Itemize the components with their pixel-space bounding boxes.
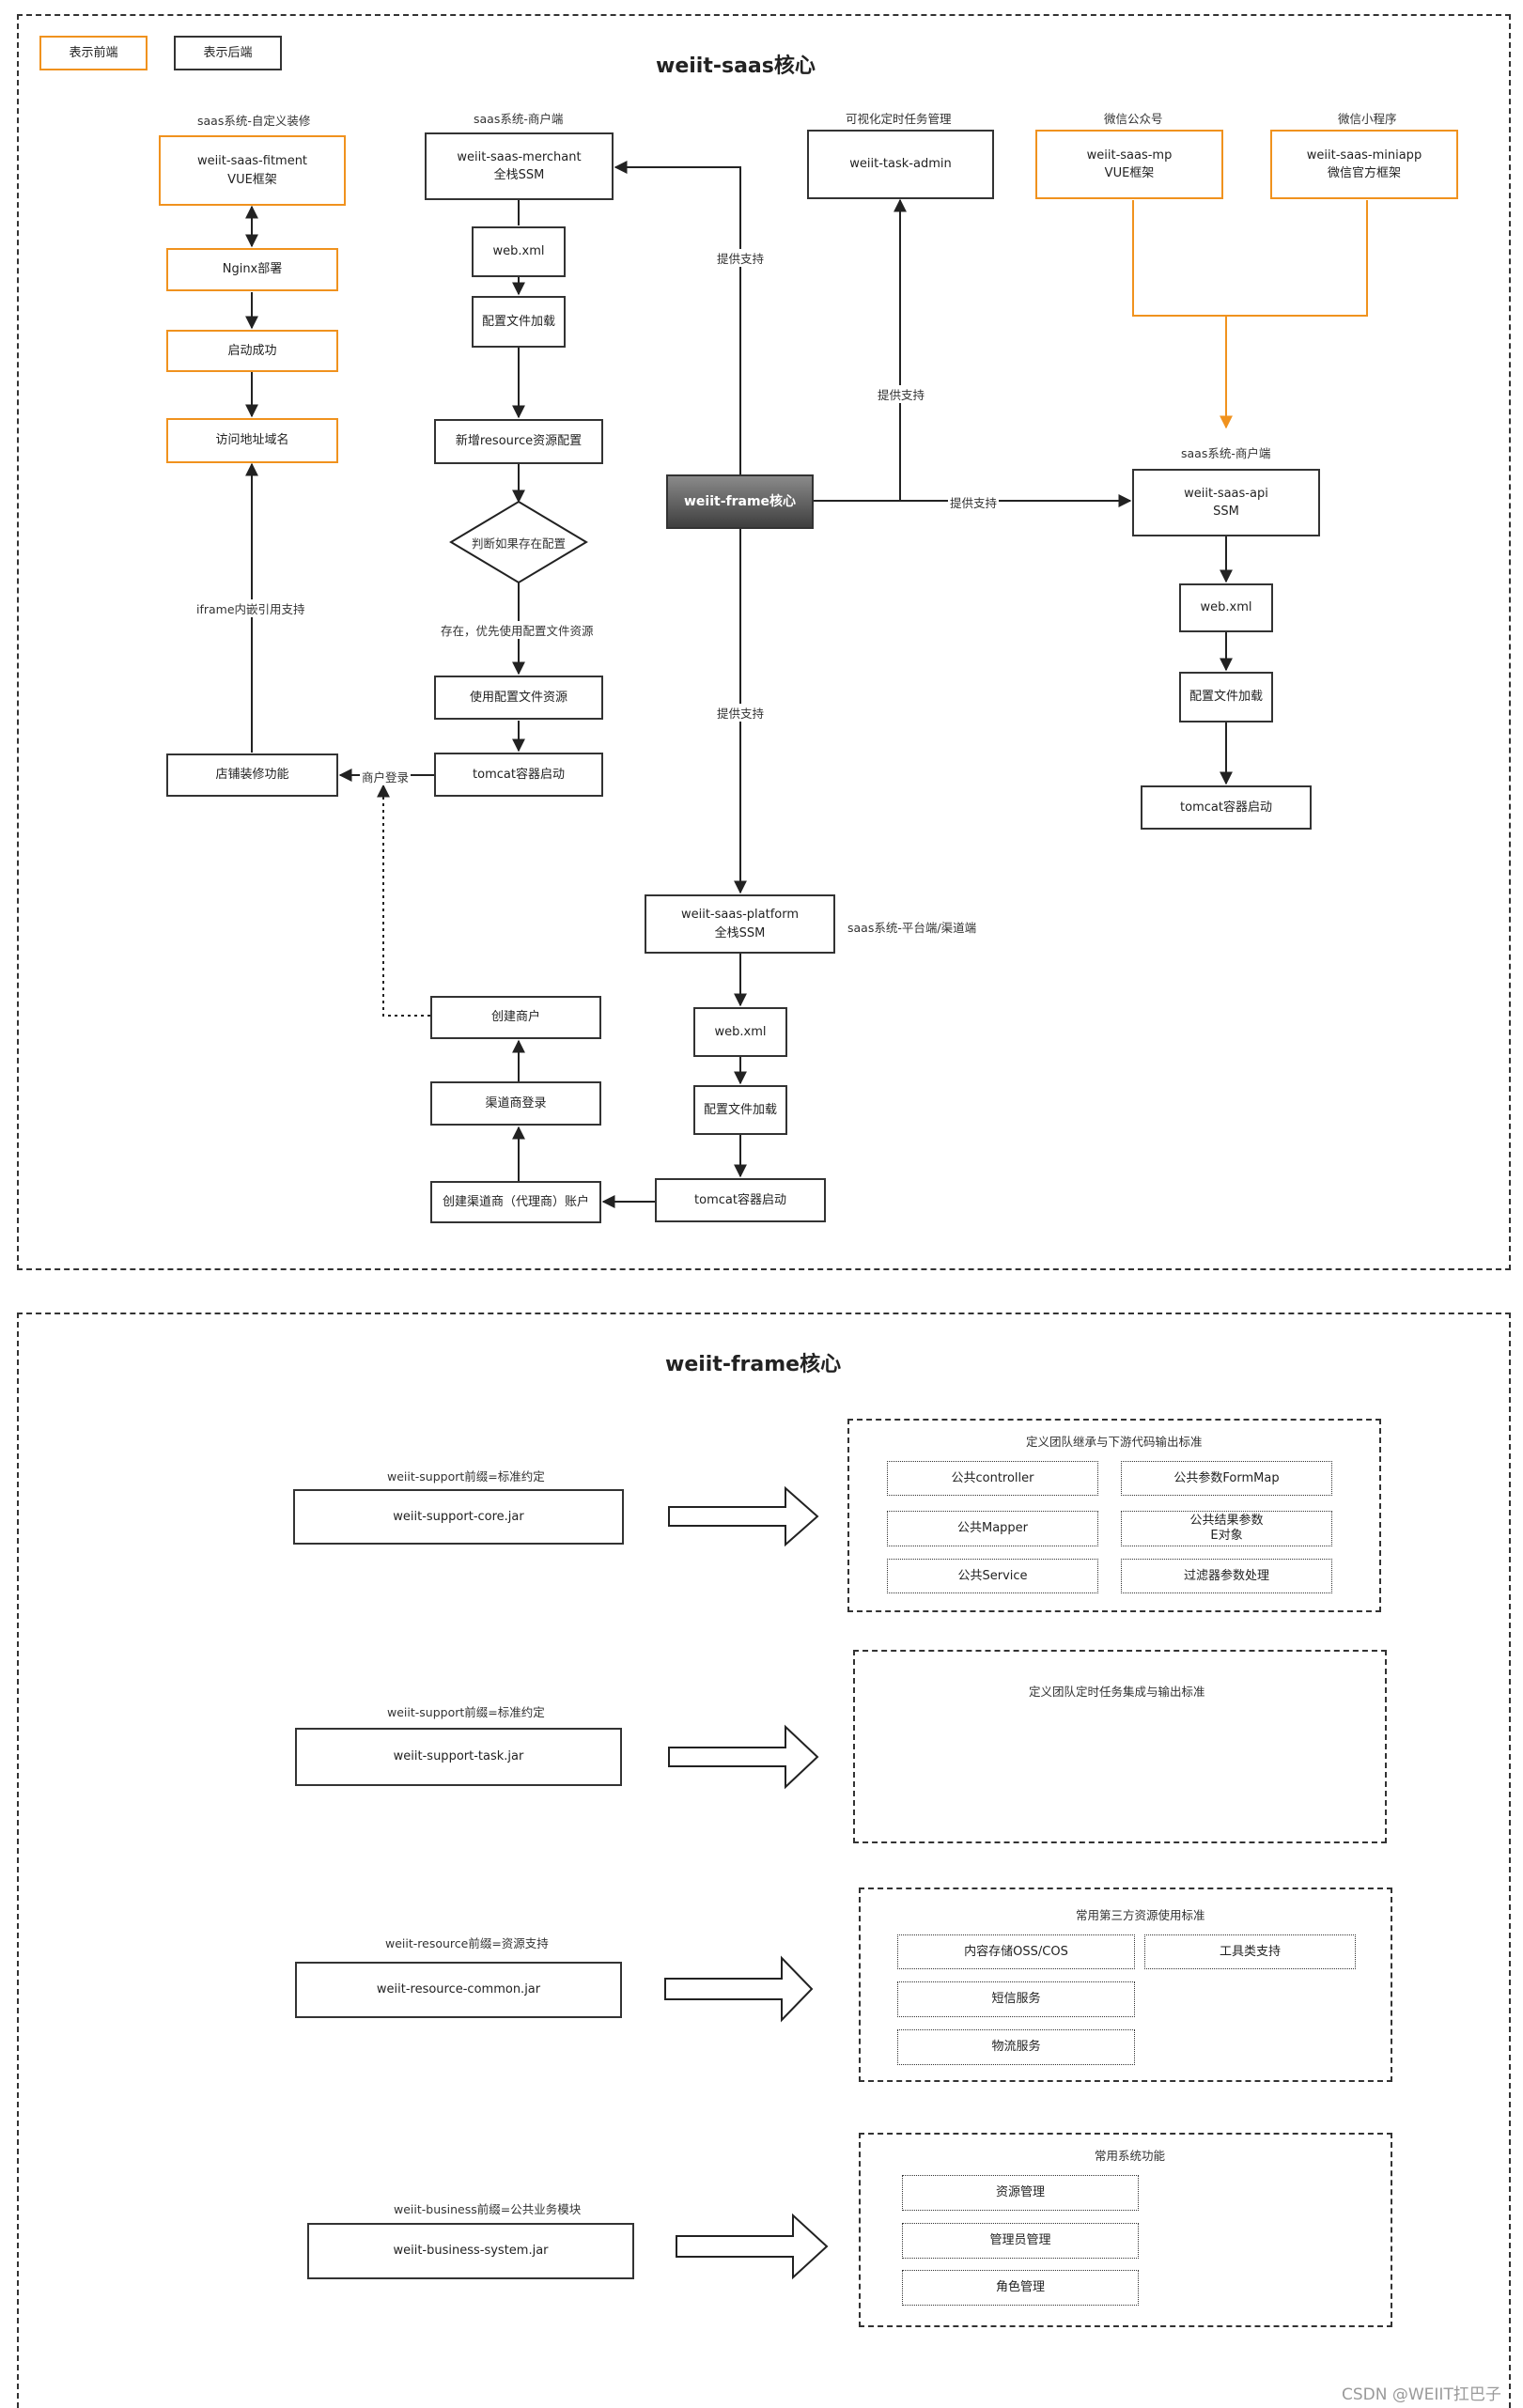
node-weiit-task-admin[interactable]: weiit-task-admin — [807, 130, 994, 199]
node-weiit-frame-core[interactable]: weiit-frame核心 — [666, 474, 814, 529]
section4-prefix: weiit-business前缀=公共业务模块 — [394, 2202, 582, 2216]
bottom-title: weiit-frame核心 — [665, 1353, 842, 1376]
node-weiit-saas-fitment[interactable]: weiit-saas-fitment VUE框架 — [159, 135, 346, 206]
support-label-platform: 提供支持 — [715, 704, 767, 722]
node-domain[interactable]: 访问地址域名 — [166, 418, 338, 463]
node-weiit-saas-merchant[interactable]: weiit-saas-merchant 全栈SSM — [425, 132, 614, 200]
node-api-tomcat[interactable]: tomcat容器启动 — [1141, 785, 1312, 830]
hollow-arrow-4 — [676, 2213, 829, 2280]
node-new-resource[interactable]: 新增resource资源配置 — [434, 419, 603, 464]
api-group-label: saas系统-商户端 — [1181, 446, 1271, 460]
support-label-api: 提供支持 — [948, 493, 1000, 511]
node-platform-tomcat[interactable]: tomcat容器启动 — [655, 1178, 826, 1222]
node-weiit-saas-mp[interactable]: weiit-saas-mp VUE框架 — [1035, 130, 1223, 199]
merchant-group-label: saas系统-商户端 — [474, 112, 564, 126]
node-weiit-saas-platform[interactable]: weiit-saas-platform 全栈SSM — [645, 894, 835, 954]
node-merchant-tomcat[interactable]: tomcat容器启动 — [434, 753, 603, 797]
section3-item-oss[interactable]: 内容存储OSS/COS — [897, 1934, 1135, 1969]
bottom-frame — [17, 1313, 1511, 2408]
section1-item-filter[interactable]: 过滤器参数处理 — [1121, 1559, 1332, 1593]
node-nginx[interactable]: Nginx部署 — [166, 248, 338, 291]
hollow-arrow-2 — [668, 1724, 819, 1790]
iframe-label: iframe内嵌引用支持 — [194, 599, 307, 617]
node-channel-login[interactable]: 渠道商登录 — [430, 1081, 601, 1126]
section4-item-role[interactable]: 角色管理 — [902, 2270, 1139, 2306]
section2-panel-title: 定义团队定时任务集成与输出标准 — [1029, 1685, 1205, 1699]
section2-jar[interactable]: weiit-support-task.jar — [295, 1728, 622, 1786]
section1-jar[interactable]: weiit-support-core.jar — [293, 1489, 624, 1545]
section1-panel — [847, 1419, 1381, 1612]
section3-panel-title: 常用第三方资源使用标准 — [1076, 1908, 1205, 1922]
section1-item-formmap[interactable]: 公共参数FormMap — [1121, 1461, 1332, 1496]
section4-jar[interactable]: weiit-business-system.jar — [307, 2223, 634, 2279]
section1-item-service[interactable]: 公共Service — [887, 1559, 1098, 1593]
top-frame — [17, 14, 1511, 1270]
hollow-arrow-1 — [668, 1485, 819, 1547]
taskadmin-group-label: 可视化定时任务管理 — [846, 112, 952, 126]
node-use-config[interactable]: 使用配置文件资源 — [434, 676, 603, 720]
section3-item-tools[interactable]: 工具类支持 — [1144, 1934, 1356, 1969]
node-shop-fitment[interactable]: 店铺装修功能 — [166, 753, 338, 797]
support-label-taskadmin: 提供支持 — [876, 385, 927, 403]
decision-diamond — [449, 500, 588, 584]
hollow-arrow-3 — [664, 1955, 814, 2023]
legend-frontend: 表示前端 — [39, 36, 148, 70]
exists-label: 存在，优先使用配置文件资源 — [439, 621, 596, 639]
decision-label: 判断如果存在配置 — [472, 536, 567, 551]
merchant-login-label: 商户登录 — [360, 768, 412, 785]
section3-prefix: weiit-resource前缀=资源支持 — [385, 1936, 549, 1950]
support-label-merchant: 提供支持 — [715, 249, 767, 267]
section3-panel — [859, 1888, 1392, 2082]
fitment-group-label: saas系统-自定义装修 — [197, 114, 311, 128]
section4-item-admin[interactable]: 管理员管理 — [902, 2223, 1139, 2259]
section4-panel-title: 常用系统功能 — [1095, 2149, 1166, 2163]
node-weiit-saas-api[interactable]: weiit-saas-api SSM — [1132, 469, 1320, 536]
section1-item-controller[interactable]: 公共controller — [887, 1461, 1098, 1496]
section1-item-result[interactable]: 公共结果参数 E对象 — [1121, 1511, 1332, 1546]
mp-group-label: 微信公众号 — [1104, 112, 1163, 126]
section3-item-logistics[interactable]: 物流服务 — [897, 2029, 1135, 2065]
edge-core-merchant — [614, 161, 741, 474]
section1-prefix: weiit-support前缀=标准约定 — [387, 1469, 545, 1484]
node-platform-config[interactable]: 配置文件加载 — [693, 1085, 787, 1135]
watermark: CSDN @WEIIT扛巴子 — [1342, 2385, 1501, 2404]
legend-backend: 表示后端 — [174, 36, 282, 70]
node-started[interactable]: 启动成功 — [166, 330, 338, 372]
node-create-channel[interactable]: 创建渠道商（代理商）账户 — [430, 1181, 601, 1223]
section3-jar[interactable]: weiit-resource-common.jar — [295, 1962, 622, 2018]
edge-mp-merge — [1132, 200, 1368, 317]
section4-panel — [859, 2133, 1392, 2327]
section1-item-mapper[interactable]: 公共Mapper — [887, 1511, 1098, 1546]
section4-item-resource[interactable]: 资源管理 — [902, 2175, 1139, 2211]
node-merchant-webxml[interactable]: web.xml — [472, 226, 566, 277]
edge-createmerchant-login — [377, 784, 430, 1017]
platform-group-label: saas系统-平台端/渠道端 — [847, 921, 977, 935]
node-create-merchant[interactable]: 创建商户 — [430, 996, 601, 1039]
node-merchant-config[interactable]: 配置文件加载 — [472, 296, 566, 348]
node-weiit-saas-miniapp[interactable]: weiit-saas-miniapp 微信官方框架 — [1270, 130, 1458, 199]
section2-prefix: weiit-support前缀=标准约定 — [387, 1705, 545, 1719]
node-api-config[interactable]: 配置文件加载 — [1179, 672, 1273, 722]
node-api-webxml[interactable]: web.xml — [1179, 583, 1273, 632]
section1-panel-title: 定义团队继承与下游代码输出标准 — [1026, 1435, 1203, 1449]
top-title: weiit-saas核心 — [656, 54, 816, 78]
section3-item-sms[interactable]: 短信服务 — [897, 1981, 1135, 2017]
section2-panel — [853, 1650, 1387, 1843]
node-platform-webxml[interactable]: web.xml — [693, 1007, 787, 1057]
miniapp-group-label: 微信小程序 — [1338, 112, 1397, 126]
